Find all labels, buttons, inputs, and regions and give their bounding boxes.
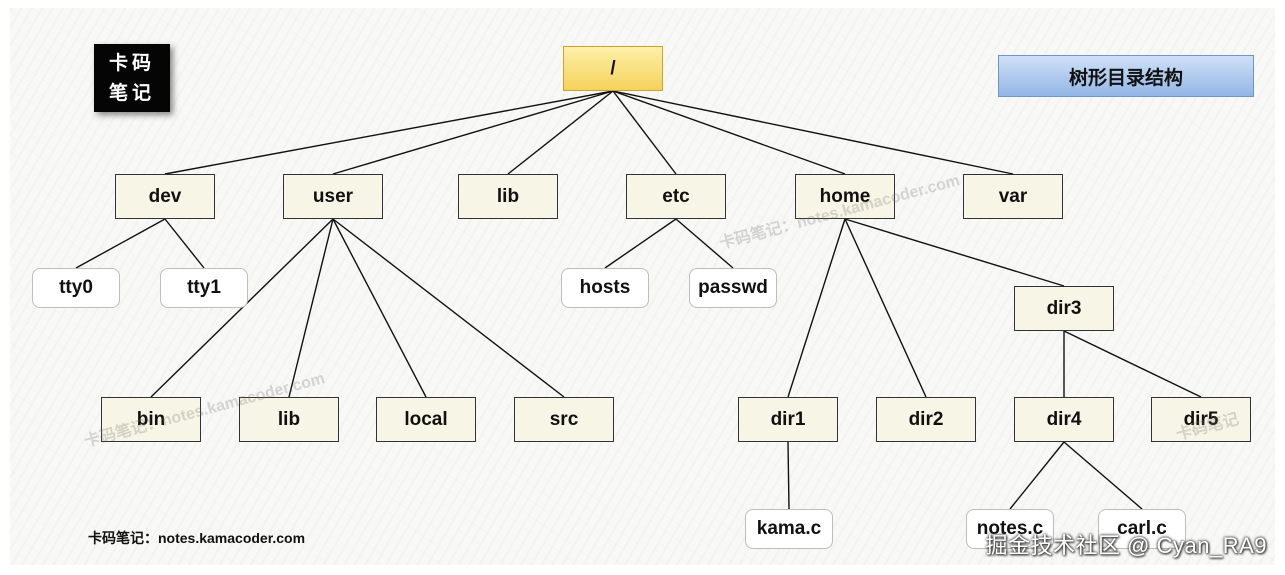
edge-root-lib bbox=[507, 90, 614, 175]
node-dir3: dir3 bbox=[1014, 286, 1114, 331]
edge-root-var bbox=[612, 90, 1014, 175]
node-src: src bbox=[514, 397, 614, 442]
diagram-title: 树形目录结构 bbox=[998, 55, 1254, 97]
edge-user-ulib bbox=[288, 218, 334, 398]
node-local: local bbox=[376, 397, 476, 442]
edge-root-user bbox=[332, 90, 614, 175]
edge-dir4-carl bbox=[1063, 441, 1143, 510]
edge-dir4-notes bbox=[1009, 441, 1065, 510]
node-etc: etc bbox=[626, 174, 726, 219]
node-kama-c: kama.c bbox=[745, 509, 833, 549]
node-home: home bbox=[795, 174, 895, 219]
edge-user-src bbox=[332, 218, 565, 398]
node-var: var bbox=[963, 174, 1063, 219]
node-notes-c: notes.c bbox=[966, 509, 1054, 549]
node-carl-c: carl.c bbox=[1098, 509, 1186, 549]
edge-etc-passwd bbox=[675, 218, 734, 269]
node-dir5: dir5 bbox=[1151, 397, 1251, 442]
node-dir1: dir1 bbox=[738, 397, 838, 442]
node-passwd: passwd bbox=[689, 268, 777, 308]
logo-line-2: 笔记 bbox=[108, 82, 155, 104]
node-root: / bbox=[563, 46, 663, 91]
edge-home-dir2 bbox=[844, 218, 927, 398]
edge-etc-hosts bbox=[604, 218, 677, 269]
edge-root-dev bbox=[164, 90, 614, 175]
edge-root-home bbox=[612, 90, 846, 175]
edge-user-bin bbox=[150, 218, 334, 398]
diagram-canvas: 卡码 笔记 树形目录结构 / dev user lib etc home var… bbox=[10, 8, 1275, 565]
kama-logo: 卡码 笔记 bbox=[94, 44, 170, 112]
edge-dir3-dir5 bbox=[1063, 330, 1202, 398]
logo-line-1: 卡码 bbox=[108, 52, 155, 74]
edge-home-dir3 bbox=[844, 218, 1065, 287]
edge-home-dir1 bbox=[787, 218, 846, 398]
node-user: user bbox=[283, 174, 383, 219]
tree-edges bbox=[75, 90, 1202, 510]
node-dir4: dir4 bbox=[1014, 397, 1114, 442]
node-dev: dev bbox=[115, 174, 215, 219]
footer-note: 卡码笔记：notes.kamacoder.com bbox=[88, 530, 306, 546]
node-user-lib: lib bbox=[239, 397, 339, 442]
node-hosts: hosts bbox=[561, 268, 649, 308]
edge-dev-tty0 bbox=[75, 218, 166, 269]
node-lib: lib bbox=[458, 174, 558, 219]
node-bin: bin bbox=[101, 397, 201, 442]
edge-root-etc bbox=[612, 90, 677, 175]
node-tty0: tty0 bbox=[32, 268, 120, 308]
node-dir2: dir2 bbox=[876, 397, 976, 442]
edge-dev-tty1 bbox=[164, 218, 205, 269]
edge-user-local bbox=[332, 218, 427, 398]
edge-dir1-kama bbox=[787, 441, 790, 510]
credit-watermark: 掘金技术社区 @ Cyan_RA9 bbox=[985, 533, 1267, 558]
node-tty1: tty1 bbox=[160, 268, 248, 308]
